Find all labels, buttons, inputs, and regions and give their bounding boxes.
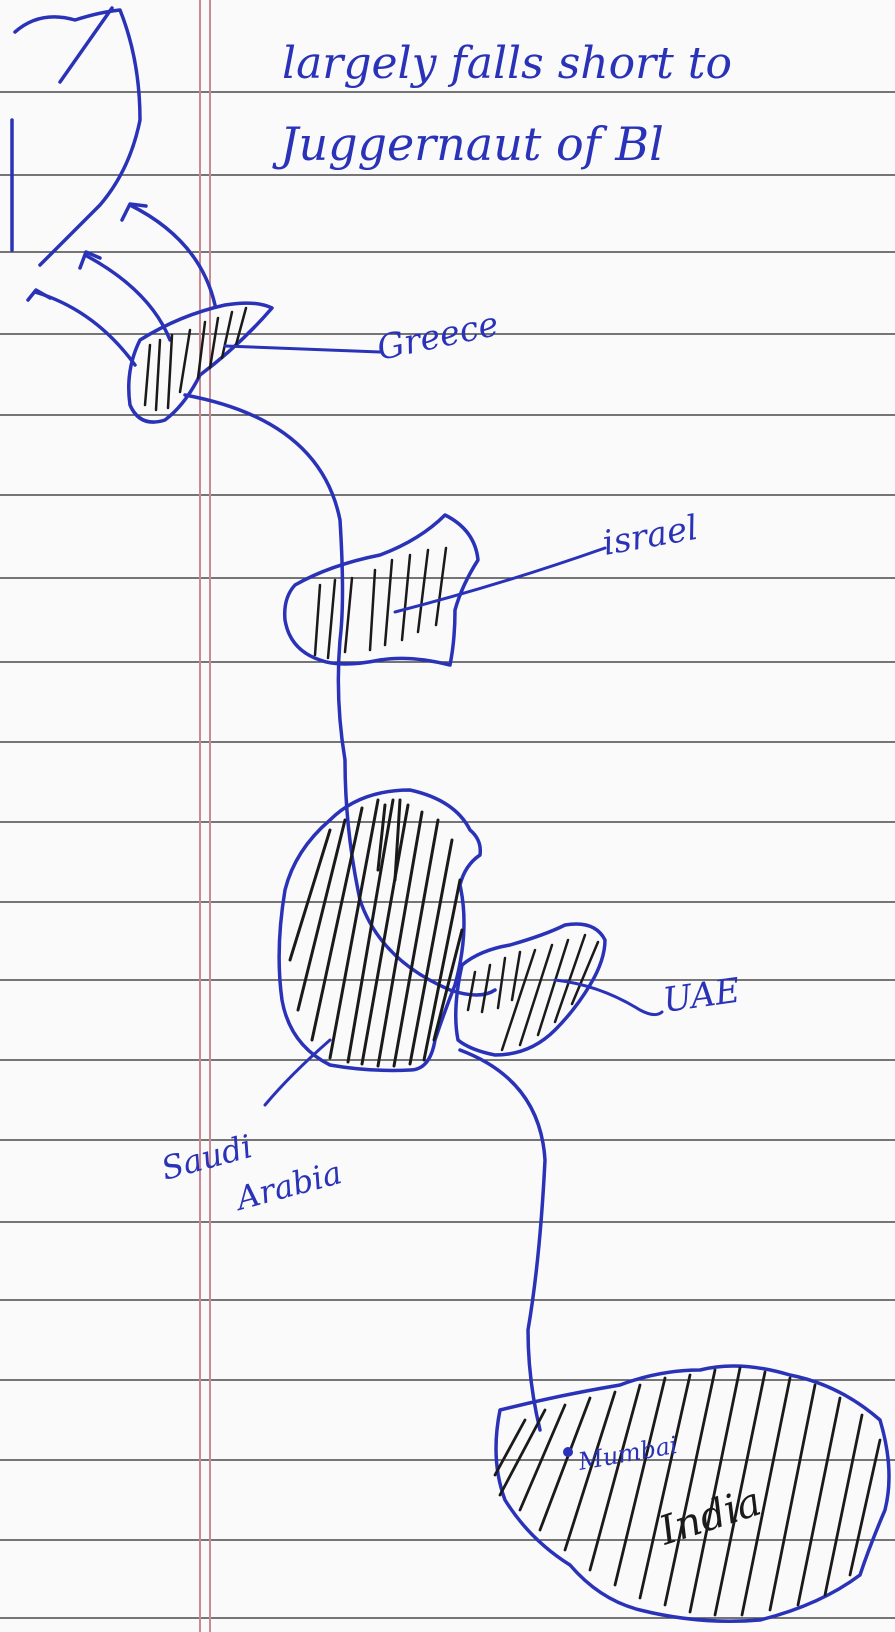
- label-uae: UAE: [661, 971, 743, 1021]
- label-greece: Greece: [374, 304, 502, 369]
- mumbai-dot: [563, 1447, 573, 1457]
- india-shape: [495, 1366, 889, 1621]
- margin-lines: [200, 0, 210, 1632]
- header-line-2: Juggernaut of Bl: [272, 117, 664, 171]
- label-mumbai: Mumbai: [575, 1431, 679, 1476]
- header-line-1: largely falls short to: [282, 38, 732, 89]
- greece-leader-line: [225, 346, 380, 352]
- uae-shape: [456, 924, 605, 1055]
- saudi-leader-line: [265, 1040, 330, 1105]
- israel-shape: [285, 515, 478, 665]
- europe-outline: [12, 8, 140, 265]
- label-india: India: [653, 1479, 767, 1555]
- saudi-arabia-shape: [279, 790, 480, 1070]
- label-israel: israel: [600, 508, 701, 564]
- route-uae-india: [460, 1050, 545, 1430]
- migration-arrows: [28, 204, 215, 365]
